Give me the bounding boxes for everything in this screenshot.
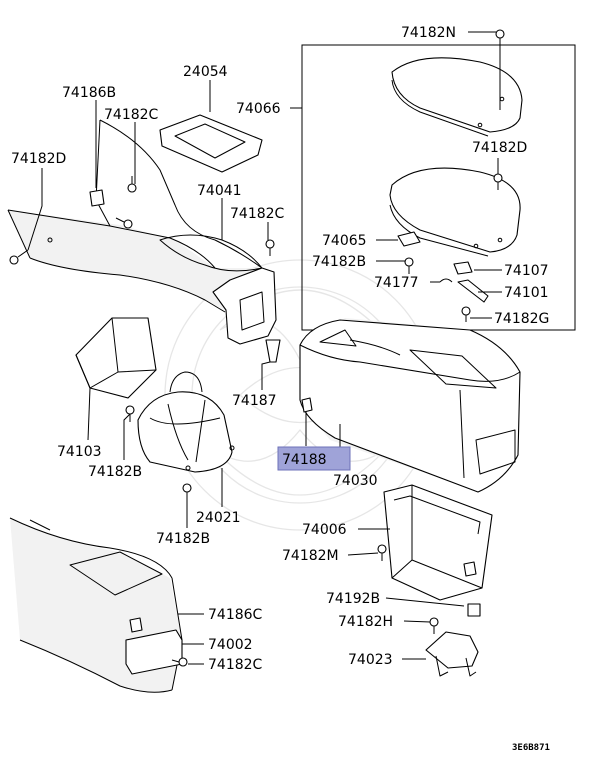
shift-boot (137, 371, 235, 473)
label-74192B[interactable]: 74192B (326, 591, 380, 607)
label-74182D-left[interactable]: 74182D (11, 151, 66, 167)
label-74030[interactable]: 74030 (333, 473, 378, 489)
armrest-lid-base (389, 167, 521, 257)
armrest-latch (453, 261, 473, 275)
label-74182N[interactable]: 74182N (401, 25, 456, 41)
label-74186B[interactable]: 74186B (62, 85, 116, 101)
highlight-box (277, 446, 351, 471)
label-74182C-bottom[interactable]: 74182C (208, 657, 263, 673)
rear-console-body (299, 318, 521, 493)
label-74006[interactable]: 74006 (302, 522, 347, 538)
label-74002[interactable]: 74002 (208, 637, 253, 653)
console-clip (89, 189, 105, 207)
label-74066[interactable]: 74066 (236, 101, 281, 117)
side-clip-74186c (129, 617, 143, 633)
label-74177[interactable]: 74177 (374, 275, 419, 291)
armrest-lid-cover (391, 57, 523, 137)
label-74182H[interactable]: 74182H (338, 614, 393, 630)
armrest-group-box (301, 44, 576, 331)
label-74182D-right[interactable]: 74182D (472, 140, 527, 156)
storage-box (383, 484, 493, 601)
label-74182G[interactable]: 74182G (494, 311, 549, 327)
label-24054[interactable]: 24054 (183, 64, 228, 80)
latch-lever (457, 279, 489, 303)
label-74188[interactable]: 74188 (282, 452, 327, 468)
label-74182B-lower[interactable]: 74182B (88, 464, 142, 480)
label-74182M[interactable]: 74182M (282, 548, 339, 564)
latch-spring (439, 278, 453, 283)
fastener-icon (9, 176, 439, 667)
label-74187[interactable]: 74187 (232, 393, 277, 409)
label-74101[interactable]: 74101 (504, 285, 549, 301)
label-74103[interactable]: 74103 (57, 444, 102, 460)
console-bracket-74188 (301, 397, 313, 413)
bolt-icon (467, 603, 481, 617)
front-console-panel (7, 119, 277, 345)
label-74182C-top[interactable]: 74182C (104, 107, 159, 123)
label-74107[interactable]: 74107 (504, 263, 549, 279)
shift-indicator-trim (159, 114, 263, 173)
label-74182B-bottom[interactable]: 74182B (156, 531, 210, 547)
label-74023[interactable]: 74023 (348, 652, 393, 668)
rear-mount-bracket (425, 631, 479, 677)
leader-lines (27, 31, 502, 665)
label-74041[interactable]: 74041 (197, 183, 242, 199)
part-labels: 74182N 74066 24054 74186B 74182C 74182D … (11, 25, 549, 673)
cup-holder-tray (75, 317, 157, 399)
label-24021[interactable]: 24021 (196, 510, 241, 526)
label-74182C-mid[interactable]: 74182C (230, 206, 285, 222)
drawing-code: 3E6B871 (512, 743, 550, 753)
label-74182B-upper[interactable]: 74182B (312, 254, 366, 270)
label-74065[interactable]: 74065 (322, 233, 367, 249)
armrest-hinge (397, 231, 421, 247)
label-74186C[interactable]: 74186C (208, 607, 263, 623)
